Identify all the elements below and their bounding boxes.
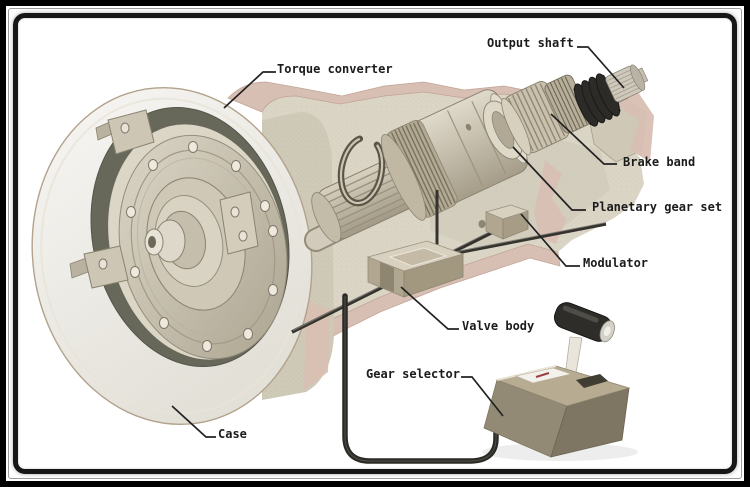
case-cut-edge-mid — [534, 160, 566, 244]
leader-lines — [171, 46, 625, 438]
leader-valve-body — [400, 286, 459, 330]
output-shaft-tip — [605, 64, 649, 103]
selector-slot — [576, 374, 608, 388]
leader-output-shaft — [577, 46, 625, 89]
leader-gear-selector — [461, 376, 504, 417]
snap-ring — [337, 135, 386, 207]
modulator-box — [478, 204, 530, 240]
output-shaft-boot — [573, 73, 621, 127]
gear-selector-console — [482, 302, 638, 461]
mounting-lugs — [69, 109, 259, 289]
torque-converter-assembly — [69, 107, 290, 367]
leader-planetary-gear-set — [512, 146, 586, 211]
leader-torque-converter — [223, 71, 276, 109]
case-cut-edge-tail — [612, 92, 654, 162]
spline-gear — [544, 74, 592, 134]
valve-body-box — [366, 240, 465, 298]
selector-knob — [553, 302, 615, 343]
geartrain — [304, 64, 649, 252]
leader-case — [171, 405, 216, 438]
bolt-heads — [126, 141, 278, 352]
leader-brake-band — [550, 113, 617, 165]
leader-modulator — [520, 213, 580, 267]
shift-cable — [342, 293, 499, 464]
